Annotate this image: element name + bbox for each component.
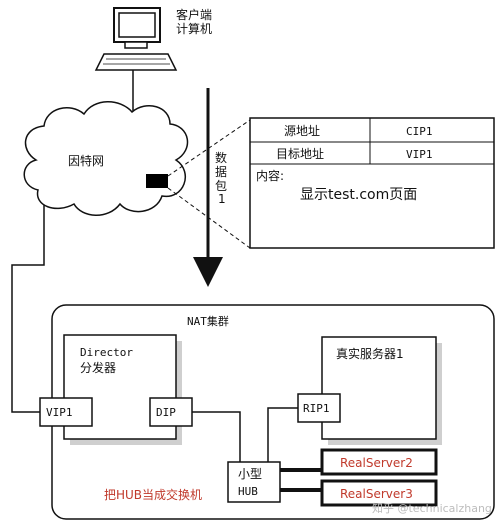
rip-to-hub-link bbox=[267, 407, 298, 462]
real-server1-box bbox=[321, 336, 437, 440]
watermark: 知乎 @technicalzhang bbox=[372, 501, 492, 515]
cluster-title: NAT集群 bbox=[187, 314, 229, 328]
dip-to-hub-link bbox=[192, 411, 241, 462]
dip-label: DIP bbox=[156, 406, 176, 419]
arrow-label-char-2: 据 bbox=[215, 165, 227, 179]
client-label-line2: 计算机 bbox=[176, 21, 212, 36]
vip-port bbox=[39, 397, 93, 427]
real-server3-label: RealServer3 bbox=[340, 487, 413, 501]
internet-label: 因特网 bbox=[68, 153, 104, 168]
hub-caption: 把HUB当成交换机 bbox=[104, 487, 202, 502]
hub-label-line2: HUB bbox=[238, 485, 258, 498]
arrow-label-char-3: 包 bbox=[215, 179, 227, 193]
hub-box bbox=[227, 461, 281, 503]
packet-content-value: 显示test.com页面 bbox=[300, 187, 417, 203]
rip-label: RIP1 bbox=[303, 402, 330, 415]
real-server2-label: RealServer2 bbox=[340, 456, 413, 470]
director-subtitle: 分发器 bbox=[80, 360, 116, 375]
packet-dest-value: VIP1 bbox=[406, 148, 433, 161]
packet-icon bbox=[146, 174, 168, 188]
arrow-label-char-1: 数 bbox=[215, 150, 227, 165]
internet-to-vip-link bbox=[11, 205, 45, 413]
real-server1-title: 真实服务器1 bbox=[336, 346, 404, 361]
packet-source-value: CIP1 bbox=[406, 125, 433, 138]
real-server3-box bbox=[320, 479, 438, 507]
packet-content-label: 内容: bbox=[256, 168, 284, 183]
hub-label-line1: 小型 bbox=[238, 467, 262, 481]
real-server2-box bbox=[320, 448, 438, 476]
director-title: Director bbox=[80, 346, 133, 359]
arrow-label-char-4: 1 bbox=[218, 192, 226, 206]
internet-cloud-icon bbox=[23, 101, 189, 216]
packet-source-key: 源地址 bbox=[284, 124, 320, 138]
client-label-line1: 客户端 bbox=[176, 7, 212, 22]
client-computer-icon bbox=[94, 7, 178, 71]
vip-label: VIP1 bbox=[46, 406, 73, 419]
packet-table bbox=[249, 117, 495, 249]
packet-dest-key: 目标地址 bbox=[276, 147, 324, 161]
